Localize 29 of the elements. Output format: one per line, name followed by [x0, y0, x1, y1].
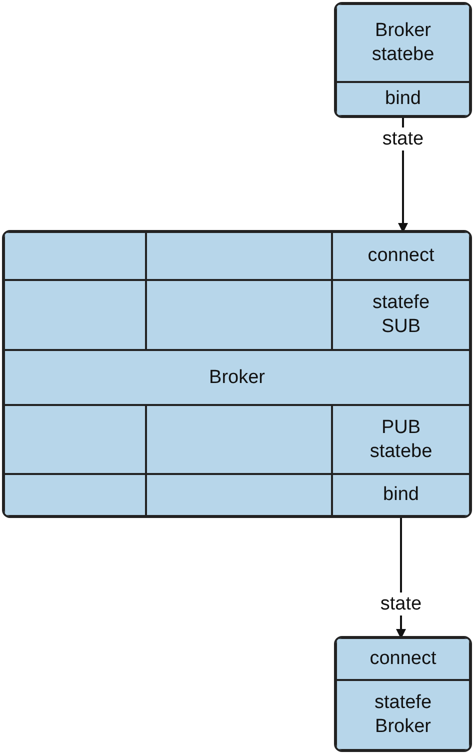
socket-cell	[336, 82, 470, 116]
socket-cell	[4, 405, 146, 474]
cell-label: Broker	[208, 366, 266, 390]
socket-cell	[4, 280, 146, 350]
socket-cell	[146, 232, 332, 280]
component-box	[2, 230, 472, 518]
socket-cell	[332, 280, 470, 350]
socket-cell	[146, 474, 332, 516]
cell-label: statefe SUB	[371, 291, 431, 339]
cell-label: bind	[384, 87, 422, 111]
cell-label: Broker statebe	[370, 19, 436, 67]
cell-label: bind	[382, 483, 420, 507]
socket-cell	[336, 638, 470, 680]
component-box	[334, 636, 472, 752]
socket-cell	[4, 350, 470, 405]
socket-cell	[336, 680, 470, 750]
socket-cell	[4, 474, 146, 516]
socket-cell	[336, 4, 470, 82]
cell-label: connect	[368, 647, 438, 671]
cell-label: connect	[366, 244, 436, 268]
socket-cell	[332, 474, 470, 516]
socket-cell	[332, 232, 470, 280]
cell-label: PUB statebe	[368, 416, 434, 464]
socket-cell	[146, 280, 332, 350]
cell-label: statefe Broker	[373, 691, 433, 739]
socket-cell	[4, 232, 146, 280]
socket-cell	[146, 405, 332, 474]
component-box	[334, 2, 472, 118]
socket-cell	[332, 405, 470, 474]
